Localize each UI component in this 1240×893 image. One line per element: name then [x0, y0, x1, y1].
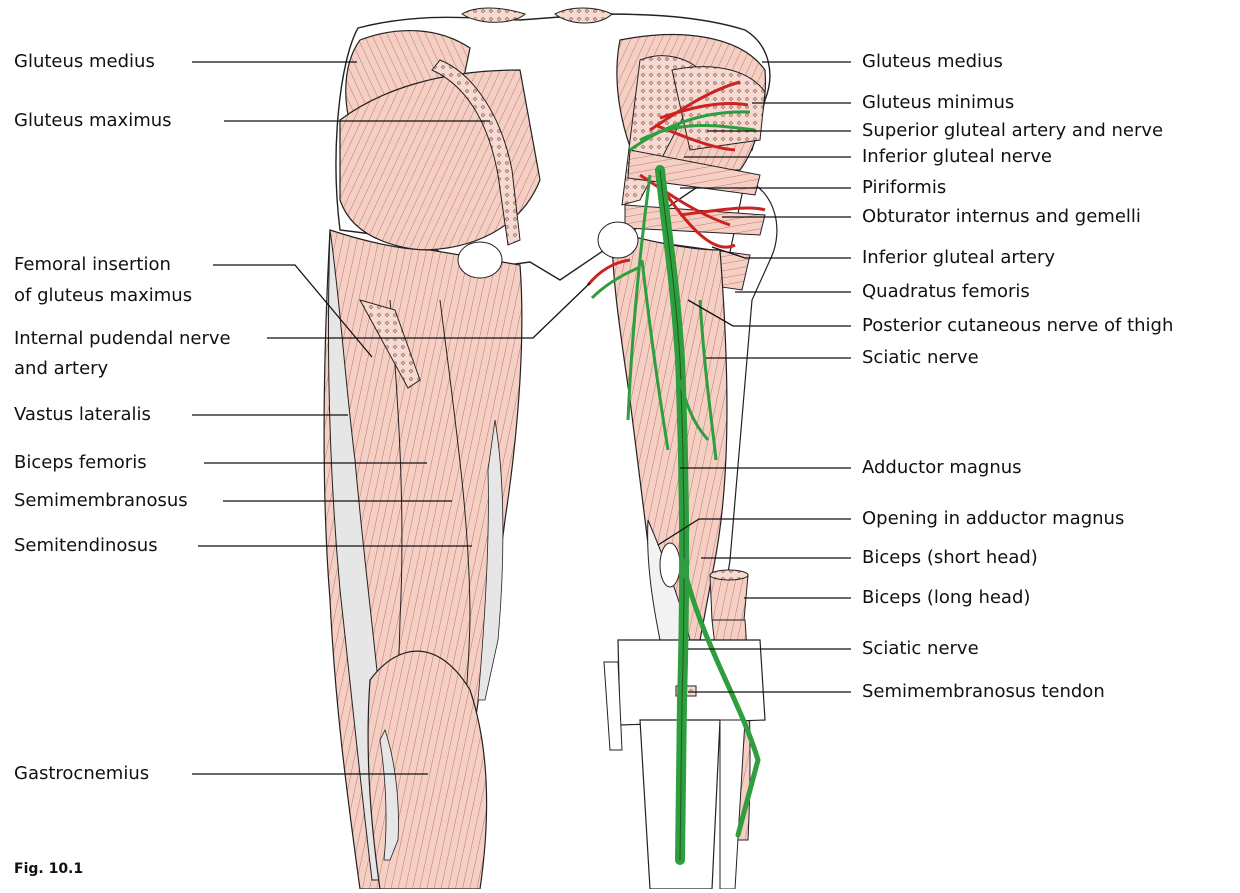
label-adductor-magnus: Adductor magnus: [862, 457, 1022, 479]
label-inferior-gluteal-artery: Inferior gluteal artery: [862, 247, 1055, 269]
label-sciatic-nerve-lower: Sciatic nerve: [862, 638, 979, 660]
label-superior-gluteal: Superior gluteal artery and nerve: [862, 120, 1163, 142]
right-biceps-cut: [710, 570, 748, 580]
label-opening-adductor: Opening in adductor magnus: [862, 508, 1124, 530]
label-semitendinosus: Semitendinosus: [14, 535, 158, 557]
label-sciatic-nerve-upper: Sciatic nerve: [862, 347, 979, 369]
figure-label: Fig. 10.1: [14, 861, 83, 877]
right-obturator-foramen: [598, 222, 638, 258]
label-internal-pudendal: Internal pudendal nerve: [14, 328, 231, 350]
label-gluteus-minimus: Gluteus minimus: [862, 92, 1014, 114]
label-gastrocnemius: Gastrocnemius: [14, 763, 149, 785]
label-posterior-cutaneous: Posterior cutaneous nerve of thigh: [862, 315, 1173, 337]
right-knee: [618, 640, 765, 725]
label-internal-pudendal-line2: and artery: [14, 358, 108, 380]
label-biceps-short: Biceps (short head): [862, 547, 1038, 569]
label-quadratus-femoris: Quadratus femoris: [862, 281, 1030, 303]
label-semimembranosus-tendon: Semimembranosus tendon: [862, 681, 1105, 703]
label-biceps-femoris: Biceps femoris: [14, 452, 147, 474]
label-obturator-internus: Obturator internus and gemelli: [862, 206, 1141, 228]
label-vastus-lateralis: Vastus lateralis: [14, 404, 151, 426]
label-femoral-insertion: Femoral insertion: [14, 254, 171, 276]
label-gluteus-maximus: Gluteus maximus: [14, 110, 172, 132]
label-femoral-insertion-line2: of gluteus maximus: [14, 285, 192, 307]
right-adductor-opening: [660, 543, 680, 587]
label-inferior-gluteal-nerve: Inferior gluteal nerve: [862, 146, 1052, 168]
right-biceps-short: [710, 575, 748, 620]
label-semimembranosus: Semimembranosus: [14, 490, 188, 512]
label-piriformis: Piriformis: [862, 177, 946, 199]
left-obturator-foramen: [458, 242, 502, 278]
label-biceps-long: Biceps (long head): [862, 587, 1030, 609]
label-gluteus-medius-left: Gluteus medius: [14, 51, 155, 73]
label-gluteus-medius-right: Gluteus medius: [862, 51, 1003, 73]
